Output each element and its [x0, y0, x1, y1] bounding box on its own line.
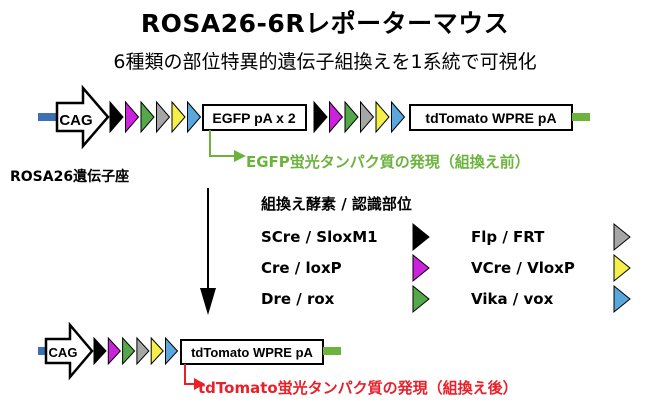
site-triangle	[171, 100, 186, 134]
site-triangle	[360, 100, 375, 134]
page-subtitle: 6種類の部位特異的遺伝子組換えを1系統で可視化	[113, 51, 537, 73]
site-triangle	[136, 336, 150, 366]
legend-triangles	[412, 222, 631, 314]
egfp-cassette	[202, 104, 307, 131]
recognition-sites-before	[109, 100, 406, 134]
cag-promoter-label-after: CAG	[49, 345, 78, 360]
site-triangle	[150, 336, 164, 366]
tdtomato-cassette-before-label: tdTomato WPRE pA	[425, 110, 556, 126]
tdtomato-caption: tdTomato蛍光タンパク質の発現（組換え後）	[198, 379, 518, 397]
site-triangle	[344, 100, 359, 134]
tdtomato-cassette-after-label: tdTomato WPRE pA	[191, 345, 313, 360]
site-triangle	[109, 100, 124, 134]
legend-triangle	[613, 253, 631, 283]
page-title: ROSA26-6Rレポーターマウス	[140, 9, 510, 38]
tdtomato-arrowhead	[194, 378, 205, 390]
site-triangle	[107, 336, 121, 366]
legend-pair-flp: Flp / FRT	[471, 228, 545, 246]
site-triangle	[156, 100, 171, 134]
egfp-caption: EGFP蛍光タンパク質の発現（組換え前）	[246, 153, 530, 171]
backbone-left	[38, 113, 57, 121]
cag-promoter-arrow-after	[44, 321, 94, 381]
backbone-right-after	[323, 347, 341, 355]
site-triangle	[313, 100, 328, 134]
locus-label: ROSA26遺伝子座	[10, 169, 130, 185]
legend-triangle	[412, 222, 430, 252]
legend-triangle	[613, 222, 631, 252]
site-triangle	[122, 336, 136, 366]
recombination-arrowhead	[200, 288, 216, 315]
egfp-cassette-label: EGFP pA x 2	[212, 110, 295, 126]
legend-pair-scre: SCre / SloxM1	[261, 228, 378, 246]
backbone-left-after	[38, 347, 46, 355]
cag-promoter-label: CAG	[59, 112, 92, 129]
site-triangle	[165, 336, 179, 366]
backbone-right	[572, 113, 590, 121]
site-triangle	[187, 100, 202, 134]
site-triangle	[375, 100, 390, 134]
legend-pair-vika: Vika / vox	[471, 290, 554, 308]
egfp-arrowhead	[234, 150, 246, 162]
legend-triangle	[613, 284, 631, 314]
legend-triangle	[412, 284, 430, 314]
legend-triangle	[412, 253, 430, 283]
site-triangle	[125, 100, 140, 134]
tdtomato-cassette-after	[180, 339, 324, 365]
recognition-sites-after	[93, 336, 179, 366]
site-triangle	[140, 100, 155, 134]
egfp-expression-arrow	[209, 130, 236, 157]
site-triangle	[329, 100, 344, 134]
legend-title: 組換え酵素 / 認識部位	[261, 195, 412, 213]
tdtomato-expression-arrow	[184, 364, 196, 385]
legend-pair-cre: Cre / loxP	[261, 259, 342, 277]
legend-pair-dre: Dre / rox	[261, 290, 335, 308]
site-triangle	[93, 336, 107, 366]
cag-promoter-arrow	[55, 84, 110, 150]
legend-pair-vcre: VCre / VloxP	[471, 259, 575, 277]
site-triangle	[391, 100, 406, 134]
